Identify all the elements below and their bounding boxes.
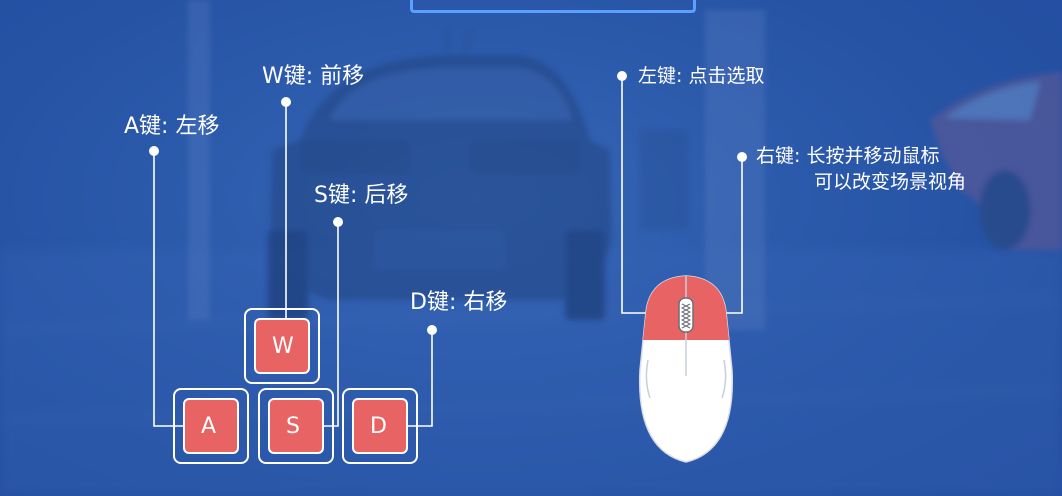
mouse-side-grip xyxy=(645,359,651,399)
w-key: W xyxy=(244,308,320,384)
car-silhouette xyxy=(268,29,612,320)
s-key-cap: S xyxy=(268,398,324,454)
w-key-letter: W xyxy=(272,334,294,359)
s-key: S xyxy=(258,388,334,464)
s-callout-dot xyxy=(333,217,343,227)
right-click-label-line2: 可以改变场景视角 xyxy=(814,171,967,193)
d-key-letter: D xyxy=(370,414,387,439)
s-key-label: S键: 后移 xyxy=(314,183,409,208)
a-callout-dot xyxy=(149,146,159,156)
right-click-label-line1: 右键: 长按并移动鼠标 xyxy=(756,145,940,167)
d-key: D xyxy=(342,388,418,464)
a-key-cap: A xyxy=(183,398,239,454)
a-key-label: A键: 左移 xyxy=(124,114,220,139)
w-callout-dot xyxy=(281,97,291,107)
showroom-pillars xyxy=(188,0,765,330)
d-key-cap: D xyxy=(352,398,408,454)
mouse-side-grip-right xyxy=(721,359,727,399)
s-key-letter: S xyxy=(286,414,300,439)
right-click-callout-dot xyxy=(737,152,747,162)
w-key-label: W键: 前移 xyxy=(262,64,365,89)
a-key-letter: A xyxy=(201,414,217,439)
w-key-cap: W xyxy=(254,318,310,374)
a-key: A xyxy=(173,388,249,464)
left-click-callout-dot xyxy=(617,71,627,81)
d-callout-dot xyxy=(427,325,437,335)
top-panel-frame xyxy=(410,0,696,13)
d-key-label: D键: 右移 xyxy=(410,290,508,315)
left-click-label: 左键: 点击选取 xyxy=(638,65,765,87)
red-car-silhouette xyxy=(930,72,1062,250)
scroll-wheel-grip-icon xyxy=(680,303,692,329)
mouse-scroll-wheel xyxy=(678,297,694,333)
